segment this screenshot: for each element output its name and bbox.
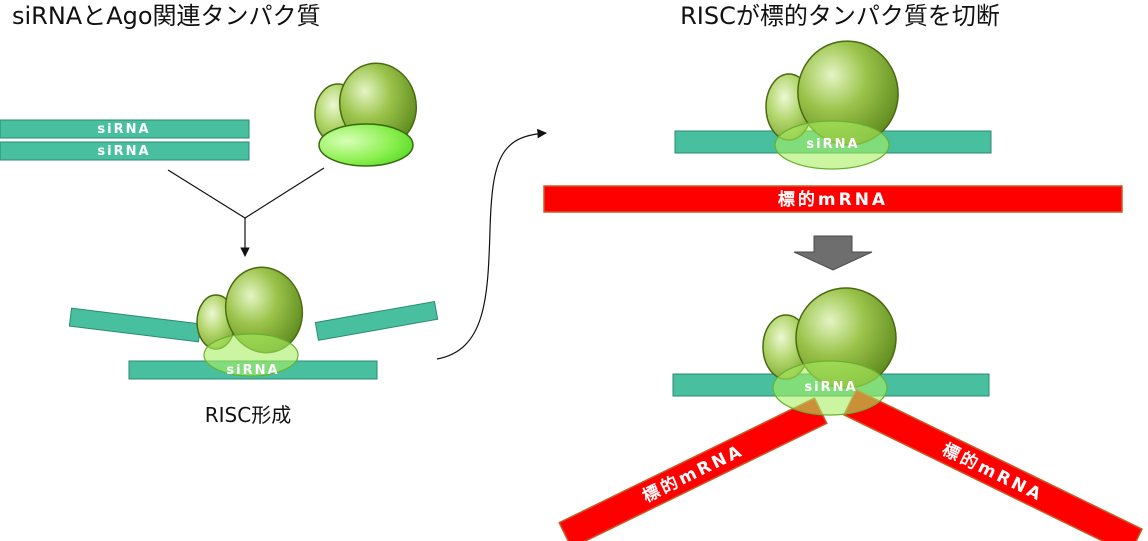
risc-guide-strand-bottom-label: siRNA — [804, 380, 857, 395]
risc-binding-domain — [203, 333, 299, 377]
ago-protein-free — [314, 62, 418, 167]
right-panel-title: RISCが標的タンパク質を切断 — [680, 2, 1000, 30]
sirna-strand-lower-label: siRNA — [97, 144, 150, 159]
risc-complex: siRNA — [68, 266, 439, 380]
sirna-strand-upper — [0, 119, 250, 139]
released-passenger-strand-right — [314, 300, 439, 341]
left-panel-title: siRNAとAgo関連タンパク質 — [12, 2, 321, 30]
released-passenger-strand-left — [68, 307, 202, 343]
cleaved-mrna-right: 標的mRNA — [842, 388, 1144, 541]
risc-formation-caption: RISC形成 — [205, 403, 291, 427]
sirna-strand-lower — [0, 141, 250, 161]
target-mrna — [543, 185, 1123, 213]
risc-target-binding: siRNA — [674, 40, 992, 170]
risc-top-binding-domain — [774, 120, 890, 170]
assembly-arrow — [167, 167, 325, 257]
target-mrna-label: 標的mRNA — [778, 189, 888, 210]
sirna-duplex: siRNA siRNA — [0, 119, 250, 161]
cleavage-process-arrow — [793, 235, 873, 271]
cleaved-mrna-right-label: 標的mRNA — [939, 439, 1047, 506]
cleaved-mrna-left-label: 標的mRNA — [639, 440, 747, 507]
ago-binding-domain — [318, 123, 414, 167]
risc-guide-strand-label: siRNA — [226, 363, 279, 378]
sirna-strand-upper-label: siRNA — [97, 122, 150, 137]
transition-curved-arrow — [436, 128, 547, 360]
risc-bottom-binding-domain — [772, 360, 888, 416]
cleaved-mrna-left: 標的mRNA — [558, 397, 828, 541]
risc-guide-strand-top-label: siRNA — [806, 137, 859, 152]
